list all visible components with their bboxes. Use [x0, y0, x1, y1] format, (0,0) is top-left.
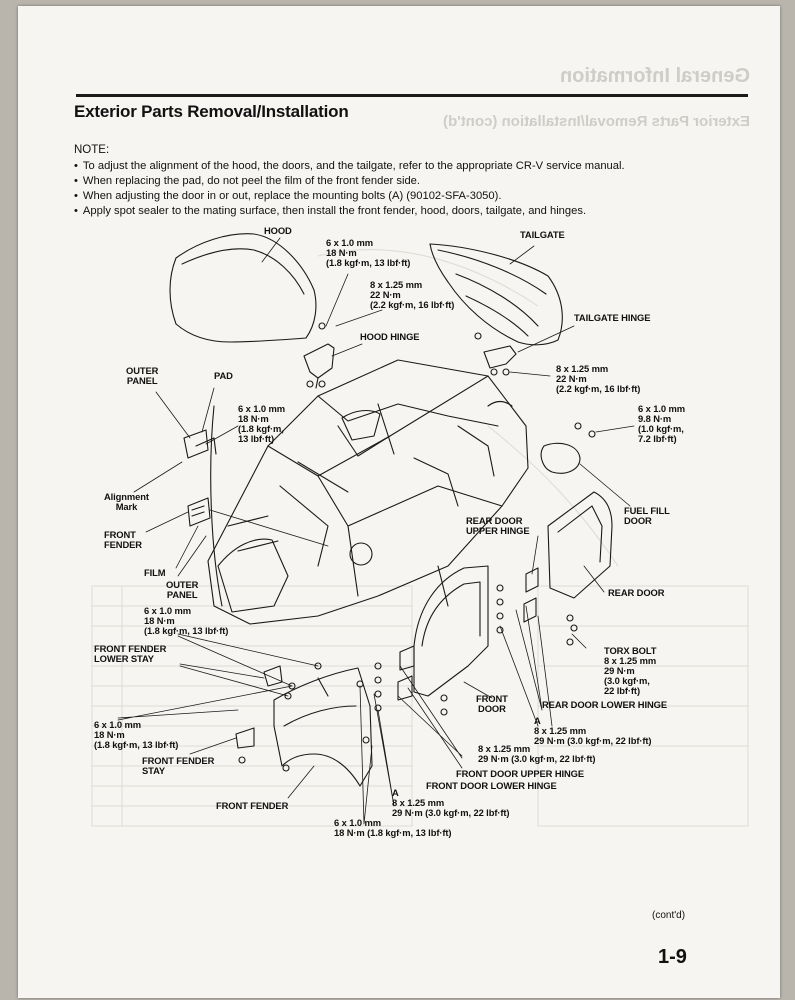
- label-tailgate-hinge: TAILGATE HINGE: [574, 312, 651, 323]
- label-tailgate-hinge-torque: 8 x 1.25 mm 22 N·m (2.2 kgf·m, 16 lbf·ft…: [556, 363, 641, 394]
- label-alignment-mark: Alignment Mark: [104, 491, 149, 512]
- label-tailgate: TAILGATE: [520, 229, 565, 240]
- label-front-hinge-torque: 8 x 1.25 mm 29 N·m (3.0 kgf·m, 22 lbf·ft…: [478, 743, 596, 764]
- label-rear-door: REAR DOOR: [608, 587, 665, 598]
- front-fender: [273, 667, 373, 787]
- hinges-and-bolts: [235, 567, 578, 772]
- label-front-fender-lower-stay: FRONT FENDER LOWER STAY: [94, 643, 167, 664]
- note-item: When replacing the pad, do not peel the …: [74, 174, 625, 189]
- note-item: To adjust the alignment of the hood, the…: [74, 159, 625, 174]
- note-list: To adjust the alignment of the hood, the…: [74, 159, 625, 219]
- label-torx-bolt: TORX BOLT 8 x 1.25 mm 29 N·m (3.0 kgf·m,…: [604, 645, 657, 696]
- label-front-door-lower-hinge: FRONT DOOR LOWER HINGE: [426, 780, 557, 791]
- label-lower-hinge-torque: A 8 x 1.25 mm 29 N·m (3.0 kgf·m, 22 lbf·…: [392, 787, 510, 818]
- label-rear-door-upper-hinge: REAR DOOR UPPER HINGE: [466, 515, 530, 536]
- bleed-subheader: Exterior Parts Removal/Installation (con…: [443, 113, 750, 130]
- label-outer-panel-top: OUTER PANEL: [126, 365, 159, 386]
- tailgate: [429, 243, 563, 346]
- label-stay-torque: 6 x 1.0 mm 18 N·m (1.8 kgf·m, 13 lbf·ft): [144, 605, 229, 636]
- label-front-fender: FRONT FENDER: [216, 800, 289, 811]
- leader-lines: [117, 237, 635, 825]
- label-hood-hinge: HOOD HINGE: [360, 331, 420, 342]
- label-bottom-bolt-torque: 6 x 1.0 mm 18 N·m (1.8 kgf·m, 13 lbf·ft): [334, 817, 452, 838]
- page-title: Exterior Parts Removal/Installation: [74, 102, 349, 121]
- front-door: [413, 565, 489, 697]
- label-rear-door-lower-hinge: REAR DOOR LOWER HINGE: [542, 699, 667, 710]
- note-heading: NOTE:: [74, 144, 110, 156]
- note-item: Apply spot sealer to the mating surface,…: [74, 204, 625, 219]
- label-film: FILM: [144, 567, 166, 578]
- label-fuel-fill-door: FUEL FILL DOOR: [624, 505, 670, 526]
- fuel-fill-door: [540, 422, 596, 474]
- label-hood-bolt-torque: 6 x 1.0 mm 18 N·m (1.8 kgf·m, 13 lbf·ft): [326, 237, 411, 268]
- label-hood: HOOD: [264, 225, 292, 236]
- bleed-header: General Information: [560, 65, 750, 87]
- note-item: When adjusting the door in or out, repla…: [74, 189, 625, 204]
- exploded-view-diagram: [117, 233, 635, 825]
- label-fuel-fill-torque: 6 x 1.0 mm 9.8 N·m (1.0 kgf·m, 7.2 lbf·f…: [638, 403, 685, 444]
- label-hood-hinge-torque: 8 x 1.25 mm 22 N·m (2.2 kgf·m, 16 lbf·ft…: [370, 279, 455, 310]
- label-front-door: FRONT DOOR: [476, 693, 508, 714]
- manual-page: General Information Exterior Parts Remov…: [18, 6, 780, 998]
- pad-assembly: [183, 405, 223, 607]
- label-front-door-upper-hinge: FRONT DOOR UPPER HINGE: [456, 768, 585, 779]
- label-rear-hinge-torque: A 8 x 1.25 mm 29 N·m (3.0 kgf·m, 22 lbf·…: [534, 715, 652, 746]
- bleed-through: General Information Exterior Parts Remov…: [91, 65, 750, 827]
- continued-marker: (cont'd): [652, 910, 686, 921]
- label-fender-bolt-torque: 6 x 1.0 mm 18 N·m (1.8 kgf·m, 13 lbf·ft): [94, 719, 179, 750]
- label-front-fender-stay: FRONT FENDER STAY: [142, 755, 215, 776]
- header-rule: [76, 94, 748, 97]
- label-outer-panel-bottom: OUTER PANEL: [166, 579, 199, 600]
- page-number: 1-9: [658, 946, 687, 968]
- label-pad: PAD: [214, 370, 233, 381]
- hood: [169, 233, 317, 343]
- label-front-fender-left: FRONT FENDER: [104, 529, 142, 550]
- rear-door: [547, 491, 613, 599]
- vehicle-body-frame: [207, 359, 529, 625]
- hood-hinge: [303, 322, 335, 389]
- label-pad-torque: 6 x 1.0 mm 18 N·m (1.8 kgf·m, 13 lbf·ft): [238, 403, 285, 444]
- tailgate-hinge: [474, 332, 517, 376]
